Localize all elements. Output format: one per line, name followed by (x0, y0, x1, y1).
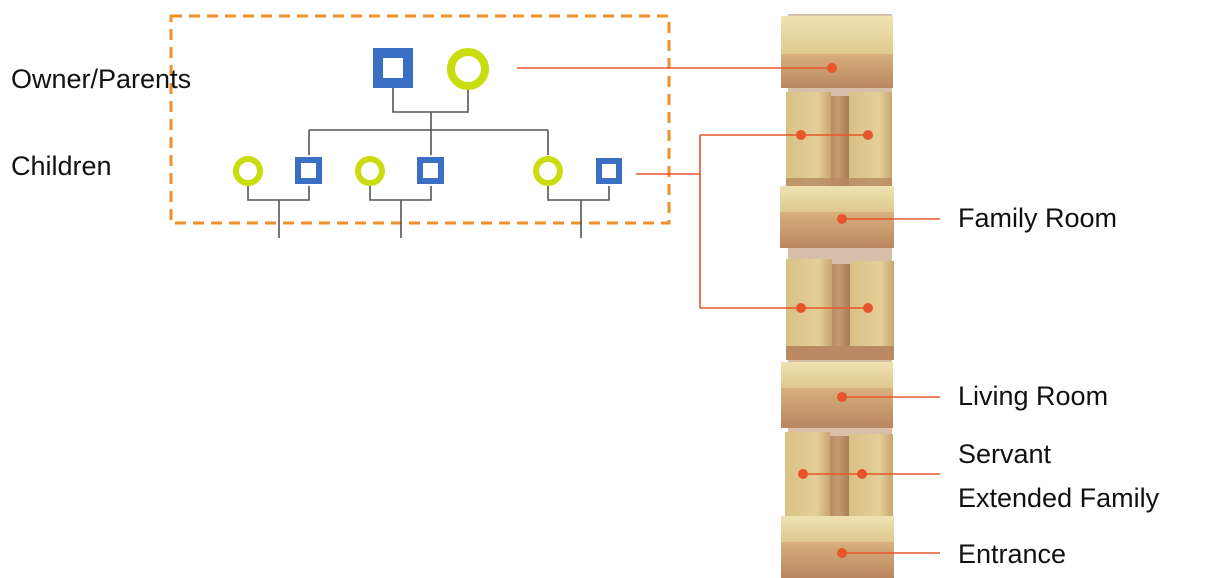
pair-block-children-2 (786, 259, 894, 360)
owner-wife-circle-icon (447, 48, 489, 90)
room-block-entrance (781, 516, 894, 578)
dot (796, 303, 806, 313)
pair-block-servant (785, 432, 893, 522)
label-extended-family: Extended Family (958, 483, 1160, 513)
connector-dots (796, 63, 873, 558)
label-living-room: Living Room (958, 381, 1109, 411)
child-circle-icon (233, 156, 263, 186)
child-square-icon (417, 157, 444, 184)
children-group (233, 156, 622, 186)
child-circle-icon (533, 156, 563, 186)
parents-group (373, 48, 489, 90)
dot (827, 63, 837, 73)
dot (798, 469, 808, 479)
dot (863, 130, 873, 140)
room-block-living-room (781, 362, 893, 428)
label-children: Children (11, 151, 112, 181)
connector-children (636, 134, 868, 309)
dot (837, 548, 847, 558)
dot (863, 303, 873, 313)
dot (796, 130, 806, 140)
room-block-family-room (780, 186, 894, 248)
block-model (780, 14, 894, 578)
dot (857, 469, 867, 479)
child-square-icon (295, 157, 322, 184)
child-circle-icon (355, 156, 385, 186)
room-block-owner (781, 16, 893, 88)
connectors (517, 67, 940, 554)
pair-block-children (786, 92, 892, 186)
label-entrance: Entrance (958, 539, 1067, 569)
child-square-icon (596, 158, 622, 184)
label-servant: Servant (958, 439, 1052, 469)
family-group-dashed-box (169, 14, 671, 225)
dot (837, 392, 847, 402)
dot (837, 214, 847, 224)
label-family-room: Family Room (958, 203, 1118, 233)
family-tree (247, 88, 610, 238)
owner-square-icon (373, 48, 413, 88)
label-owner-parents: Owner/Parents (11, 64, 192, 94)
